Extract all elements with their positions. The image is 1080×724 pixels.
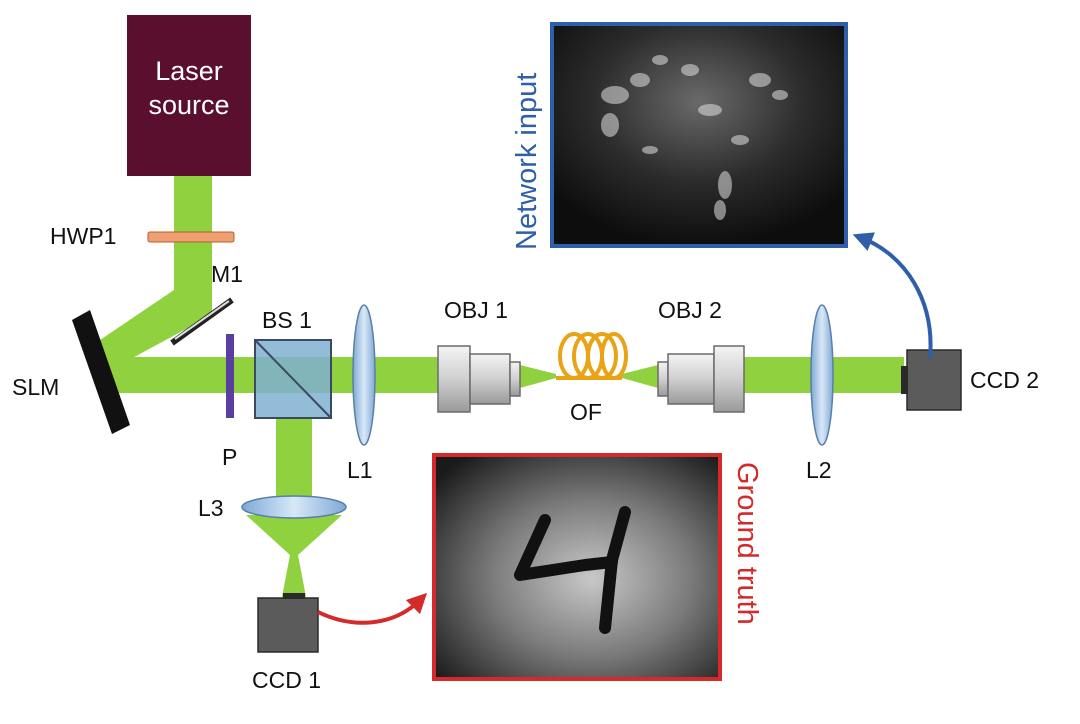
network-input-label: Network input [511, 73, 543, 250]
ccd2-label: CCD 2 [970, 367, 1039, 393]
mirror-m1 [170, 297, 234, 346]
spatial-light-modulator [72, 310, 130, 434]
optical-fiber [556, 332, 628, 380]
camera-ccd1 [257, 593, 319, 653]
half-wave-plate [147, 231, 235, 243]
laser-source: Laser source [127, 15, 251, 176]
objective-obj2 [657, 345, 745, 413]
l1-label: L1 [347, 457, 373, 483]
of-label: OF [570, 399, 602, 425]
beam-l3-focus [246, 515, 342, 555]
obj2-label: OBJ 2 [658, 297, 722, 323]
slm-label: SLM [12, 374, 59, 400]
polarizer [226, 334, 234, 418]
l2-label: L2 [806, 457, 832, 483]
beam-laser-down [174, 175, 212, 315]
camera-ccd2 [901, 349, 962, 411]
beam-bs1-down [276, 418, 312, 504]
l3-label: L3 [198, 495, 224, 521]
speckle-pattern [601, 55, 788, 220]
laser-source-label-line2: source [148, 90, 229, 120]
lens-l2 [810, 304, 834, 446]
laser-source-label-line1: Laser [155, 56, 223, 86]
lens-l1 [352, 304, 376, 446]
hwp1-label: HWP1 [50, 223, 116, 249]
bs1-label: BS 1 [262, 307, 312, 333]
beam-fiber-to-obj2 [622, 365, 658, 388]
p-label: P [222, 444, 237, 470]
network-input-panel [550, 22, 848, 248]
beam-splitter-bs1 [254, 339, 332, 419]
beam-to-ccd1 [282, 555, 306, 597]
handwritten-digit [514, 506, 631, 634]
ground-truth-panel [432, 453, 722, 681]
arrow-ccd1-to-ground-truth [317, 592, 428, 625]
arrow-ccd2-to-network-input [852, 232, 933, 359]
beam-m1-to-slm [100, 290, 212, 370]
ccd1-label: CCD 1 [252, 667, 321, 693]
beam-obj1-to-fiber [520, 365, 556, 388]
obj1-label: OBJ 1 [444, 297, 508, 323]
ground-truth-label: Ground truth [731, 462, 763, 625]
m1-label: M1 [211, 261, 243, 287]
lens-l3 [241, 495, 347, 519]
objective-obj1 [437, 345, 521, 413]
